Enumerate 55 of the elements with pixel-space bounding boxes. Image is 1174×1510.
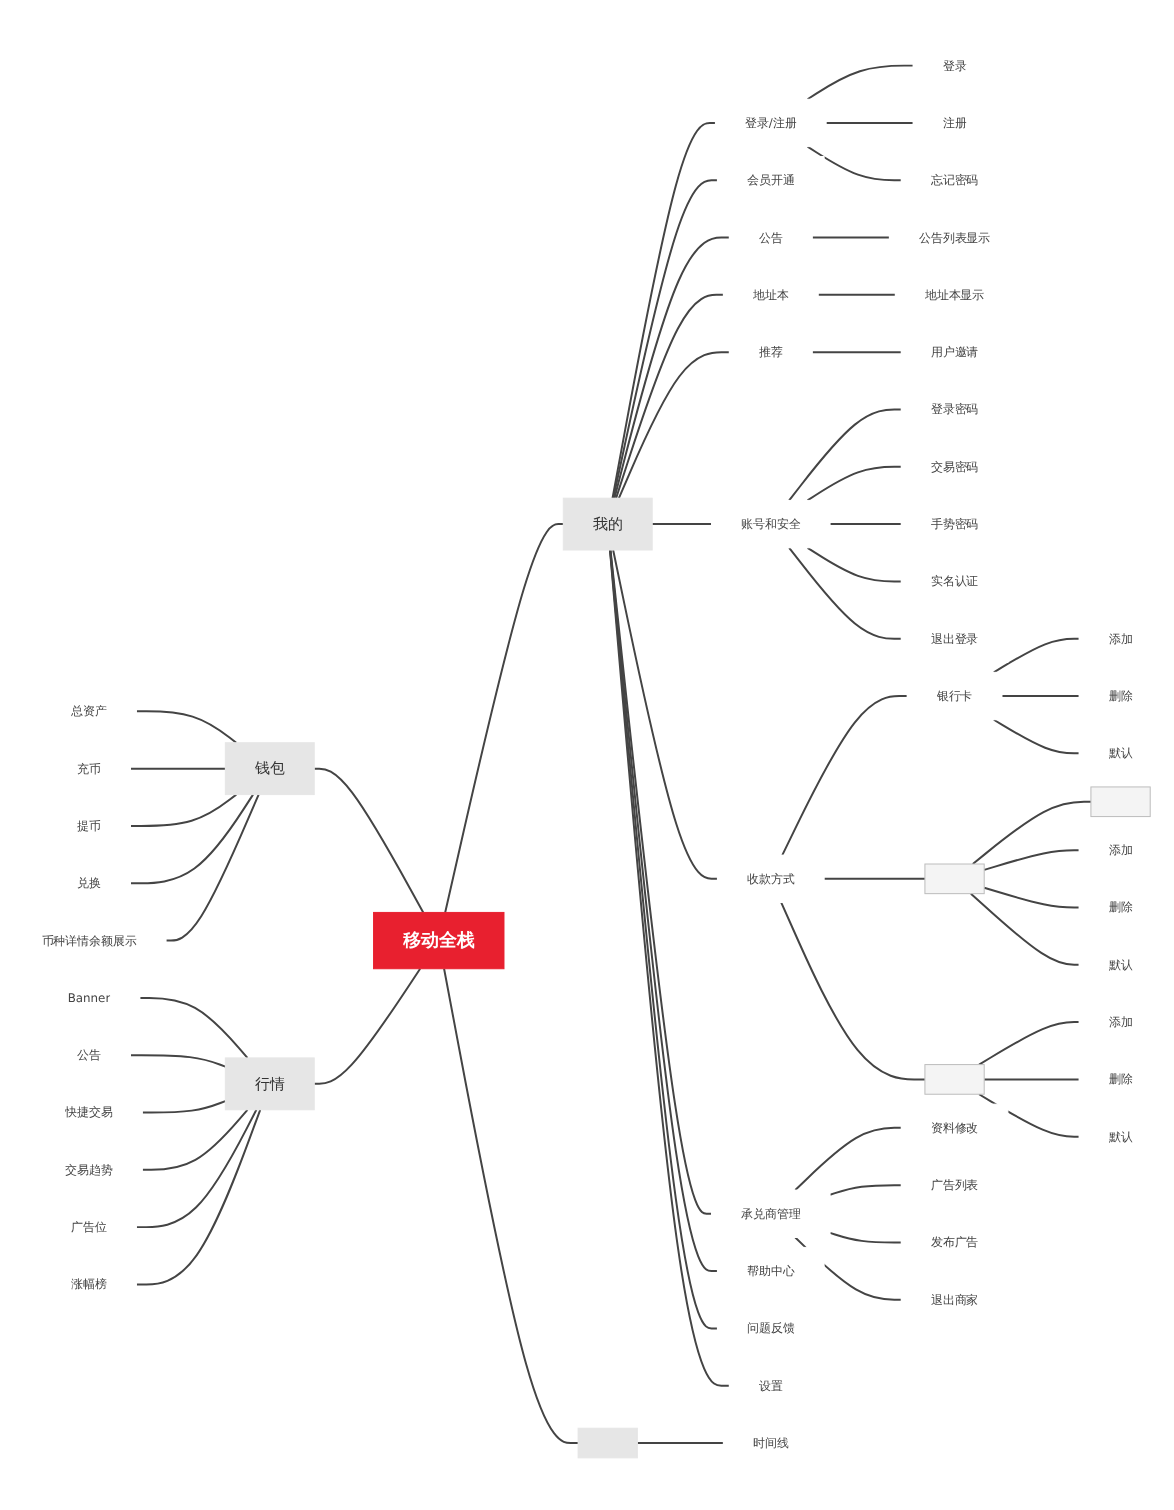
connector [612,549,719,881]
connector [313,768,425,915]
node-box [924,1064,985,1096]
connector [829,1184,903,1197]
connector [806,466,903,503]
connector [788,547,903,641]
connector [615,294,725,500]
connector [138,997,249,1060]
connector [651,523,713,526]
connector [165,794,260,943]
connector [794,1127,903,1192]
connector [806,146,903,182]
connector [806,65,915,101]
connector [983,849,1081,872]
connector [612,179,719,500]
connector [971,801,1092,866]
connector [444,523,565,915]
connector [969,893,1081,967]
connector [806,547,903,584]
connector [617,351,731,500]
connector [817,294,897,297]
connector [992,719,1081,755]
connector [129,794,238,828]
connector [141,1109,249,1172]
connector [1001,695,1081,698]
connector [983,1079,1081,1082]
connector [129,768,227,771]
connector [611,122,717,500]
connector [781,695,909,857]
connector [780,902,926,1082]
connector [613,237,731,500]
node-box [924,864,985,895]
connector [811,351,903,354]
connector [129,1054,227,1069]
connector [313,968,422,1086]
connector [443,968,580,1445]
connector [636,1442,725,1445]
connector [788,409,903,503]
node-box [1090,787,1151,818]
connector [609,549,731,1388]
connector [992,638,1081,674]
connector [135,1109,262,1287]
connector [141,1100,227,1115]
connector [829,1232,903,1245]
connector [129,794,254,885]
connector [829,523,903,526]
connector [811,237,891,240]
connector [825,122,915,125]
connector [823,878,926,881]
connector [983,887,1081,910]
connector [135,711,238,745]
node-box [577,1428,638,1459]
node-box: 移动全栈 [373,912,505,970]
connector [978,1021,1081,1067]
connector [135,1109,258,1229]
